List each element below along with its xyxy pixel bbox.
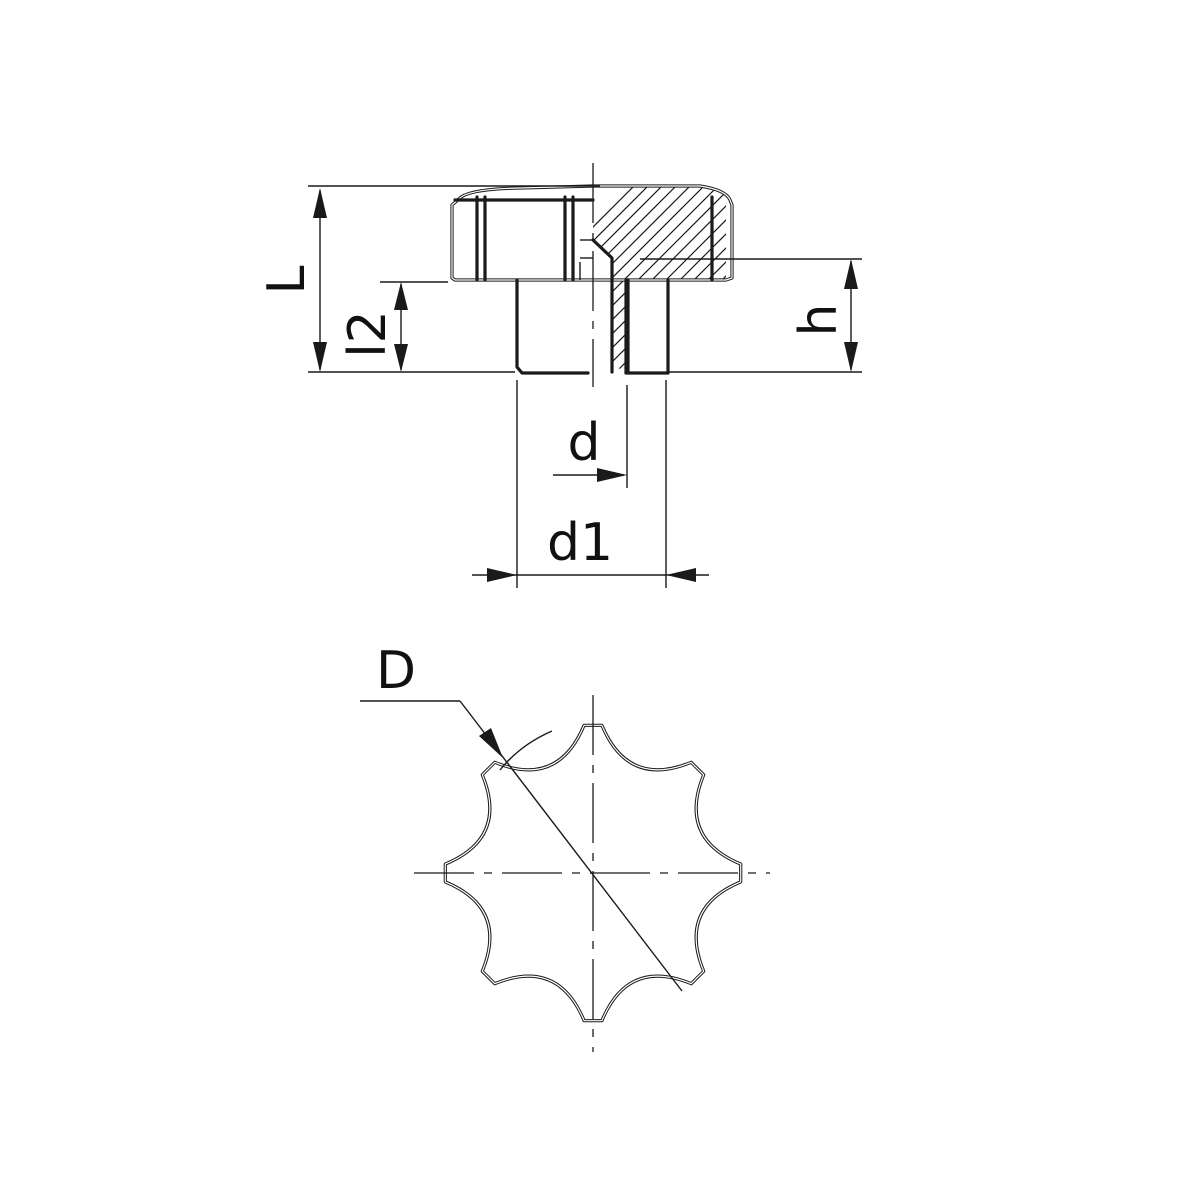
hatch-line [892,170,1112,390]
hatch-line [593,185,679,372]
dim-d1-arrow-left [487,568,517,582]
bore-outline [591,238,614,374]
hatch-line [808,170,1028,390]
dim-d1-arrow-right [666,568,696,582]
label-l2: l2 [338,310,398,358]
hatch-line [906,170,1126,390]
hatch-line [976,170,1181,390]
hatch-line [934,170,1154,390]
hatch-line [593,185,665,372]
label-L: L [257,265,317,294]
dim-h-arrow-bottom [844,342,858,372]
hatch-line [794,170,1014,390]
side-view: L l2 h d d1 [257,163,1181,588]
dim-L-arrow-top [313,188,327,218]
dim-L-arrow-bottom [313,342,327,372]
hatch-line [593,185,651,372]
dim-l2-arrow-top [394,282,408,310]
hatch-line [920,170,1140,390]
label-h: h [789,304,849,337]
hatch-line [878,170,1098,390]
hatch-line [850,170,1070,390]
hatch-line [752,170,972,390]
hatch-line [962,170,1181,390]
knob-head-inner-outline [451,185,733,281]
dim-D-arrow [479,728,503,758]
hatch-line [836,170,1056,390]
dim-D-arc [499,730,553,771]
hatch-line [723,185,726,372]
label-D: D [376,641,416,701]
top-view: D [360,641,770,1052]
dim-l2-arrow-bottom [394,344,408,372]
hatch-line [780,170,1000,390]
label-d: d [567,413,600,473]
hatch-line [709,185,726,372]
hatch-line [766,170,986,390]
label-d1: d1 [547,513,613,573]
hatch-line [864,170,1084,390]
dim-d-arrow [597,468,627,482]
hatch-line [593,185,693,372]
hatch-line [948,170,1168,390]
star-knob-inner-outline [444,724,742,1022]
dim-h-arrow-top [844,259,858,289]
